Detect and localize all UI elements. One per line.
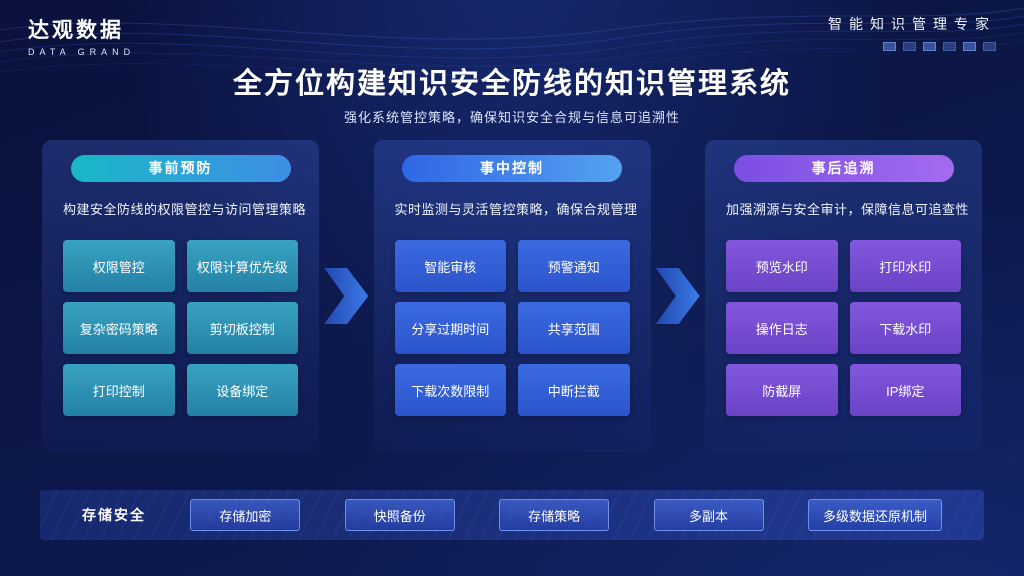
- panel-description: 加强溯源与安全审计，保障信息可追查性: [726, 202, 970, 217]
- feature-item: 下载次数限制: [394, 364, 506, 416]
- decor-marks-icon: [828, 42, 996, 51]
- panel-items-grid: 预览水印 打印水印 操作日志 下载水印 防截屏 IP绑定: [726, 240, 961, 416]
- feature-item: 中断拦截: [518, 364, 630, 416]
- storage-item: 存储加密: [190, 499, 301, 531]
- brand-name-en: DATA GRAND: [28, 47, 136, 57]
- panel-pre-prevention: 事前预防 构建安全防线的权限管控与访问管理策略 权限管控 权限计算优先级 复杂密…: [42, 140, 319, 452]
- feature-item: 打印水印: [849, 240, 961, 292]
- topbar: 达观数据 DATA GRAND 智能知识管理专家: [28, 14, 996, 57]
- storage-item: 存储策略: [499, 499, 610, 531]
- storage-bar: 存储安全 存储加密 快照备份 存储策略 多副本 多级数据还原机制: [40, 490, 984, 540]
- feature-item: 防截屏: [726, 364, 838, 416]
- panel-items-grid: 智能审核 预警通知 分享过期时间 共享范围 下载次数限制 中断拦截: [394, 240, 630, 416]
- flow-arrow-wrap: [319, 140, 374, 452]
- feature-item: 权限计算优先级: [186, 240, 298, 292]
- panel-description: 实时监测与灵活管控策略，确保合规管理: [394, 202, 638, 217]
- feature-item: 下载水印: [849, 302, 961, 354]
- feature-item: 预警通知: [518, 240, 630, 292]
- panel-badge: 事前预防: [70, 155, 291, 182]
- feature-item: 剪切板控制: [186, 302, 298, 354]
- panel-items-grid: 权限管控 权限计算优先级 复杂密码策略 剪切板控制 打印控制 设备绑定: [63, 240, 298, 416]
- storage-label: 存储安全: [82, 507, 146, 523]
- panel-in-process-control: 事中控制 实时监测与灵活管控策略，确保合规管理 智能审核 预警通知 分享过期时间…: [373, 140, 651, 452]
- page-subtitle: 强化系统管控策略，确保知识安全合规与信息可追溯性: [343, 110, 680, 125]
- panel-description: 构建安全防线的权限管控与访问管理策略: [63, 202, 307, 217]
- flow-arrow-icon: [324, 268, 369, 324]
- feature-item: 设备绑定: [186, 364, 298, 416]
- flow-arrow-wrap: [651, 140, 706, 452]
- storage-item: 多副本: [653, 499, 764, 531]
- feature-item: 预览水印: [726, 240, 838, 292]
- brand-tagline: 智能知识管理专家: [828, 16, 996, 32]
- storage-item: 快照备份: [344, 499, 455, 531]
- feature-item: 复杂密码策略: [63, 302, 175, 354]
- brand-logo: 达观数据 DATA GRAND: [28, 14, 135, 57]
- panel-post-traceability: 事后追溯 加强溯源与安全审计，保障信息可追查性 预览水印 打印水印 操作日志 下…: [705, 140, 982, 452]
- flow-diagram: 事前预防 构建安全防线的权限管控与访问管理策略 权限管控 权限计算优先级 复杂密…: [42, 140, 982, 452]
- tagline-block: 智能知识管理专家: [828, 14, 996, 51]
- feature-item: 智能审核: [394, 240, 506, 292]
- panel-badge: 事后追溯: [733, 155, 954, 182]
- page-title: 全方位构建知识安全防线的知识管理系统: [232, 68, 791, 100]
- storage-item: 多级数据还原机制: [807, 499, 942, 531]
- feature-item: IP绑定: [849, 364, 961, 416]
- panel-badge: 事中控制: [402, 155, 622, 182]
- feature-item: 权限管控: [63, 240, 175, 292]
- feature-item: 共享范围: [518, 302, 630, 354]
- feature-item: 打印控制: [63, 364, 175, 416]
- feature-item: 操作日志: [726, 302, 838, 354]
- flow-arrow-icon: [655, 268, 700, 324]
- feature-item: 分享过期时间: [394, 302, 506, 354]
- brand-name: 达观数据: [28, 19, 124, 42]
